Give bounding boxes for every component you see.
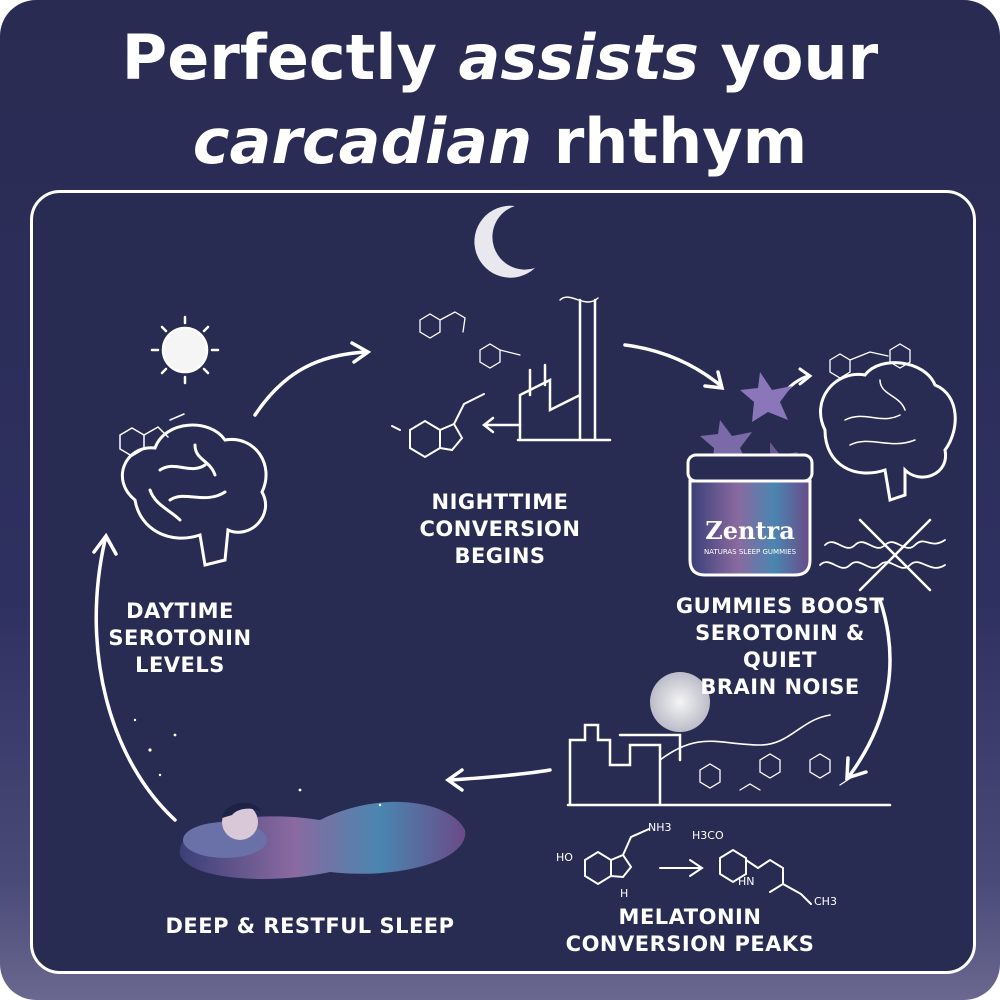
sleeping-person-icon bbox=[133, 718, 466, 879]
chem-label-h3co: H3CO bbox=[692, 829, 724, 842]
molecule-icon bbox=[119, 413, 185, 457]
serotonin-to-melatonin-diagram bbox=[584, 828, 812, 905]
gummy-jar-icon bbox=[686, 372, 814, 577]
cycle-arrows bbox=[92, 341, 892, 822]
step-label-sleep: DEEP & RESTFUL SLEEP bbox=[165, 914, 455, 938]
arrow-sleep-to-day bbox=[94, 538, 177, 822]
arrow-melatonin-to-sleep bbox=[448, 768, 552, 782]
arrow-night-to-gummies bbox=[623, 343, 722, 387]
arrow-day-to-night bbox=[253, 350, 367, 417]
product-brand: Zentra bbox=[705, 516, 795, 545]
chem-label-ch3: CH3 bbox=[814, 895, 837, 908]
chem-label-nh: H bbox=[620, 887, 629, 900]
chem-label-ho: HO bbox=[556, 851, 573, 864]
serotonin-molecule-icon bbox=[391, 393, 485, 459]
product-subtitle: NATURAS SLEEP GUMMIES bbox=[703, 548, 797, 556]
chem-label-nh3: NH3 bbox=[648, 821, 672, 834]
brain-right-icon bbox=[819, 361, 957, 502]
brain-icon bbox=[120, 423, 268, 567]
quiet-noise-icon bbox=[819, 518, 946, 592]
crescent-moon-icon bbox=[474, 205, 535, 278]
molecules-scattered bbox=[419, 311, 911, 379]
arrow-gummies-to-melatonin bbox=[848, 598, 892, 777]
factory-icon bbox=[516, 296, 612, 442]
melatonin-factory-icon bbox=[566, 714, 892, 807]
sun-icon bbox=[150, 315, 220, 385]
chem-label-hn: HN bbox=[738, 875, 755, 888]
full-moon-icon bbox=[650, 672, 710, 732]
title-line-1: Perfectly assists your bbox=[121, 21, 879, 94]
title-line-2: carcadian rhthym bbox=[192, 105, 808, 178]
